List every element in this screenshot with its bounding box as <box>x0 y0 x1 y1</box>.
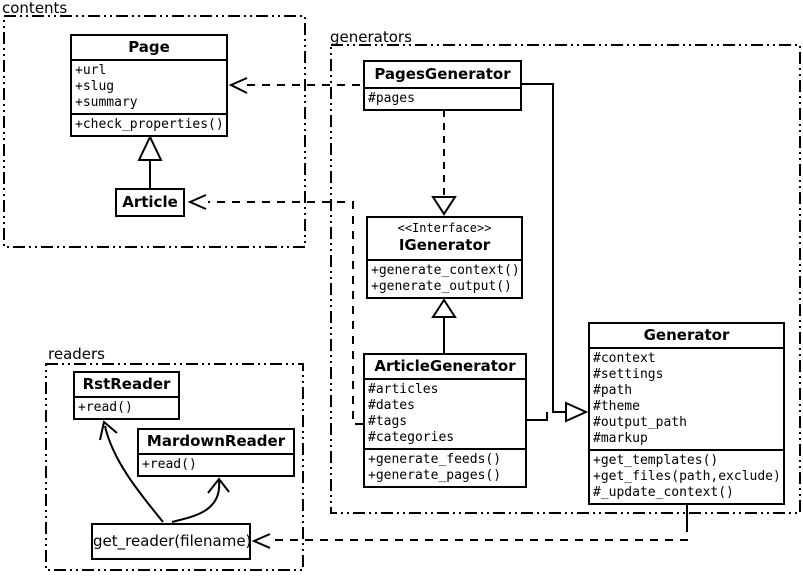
class-pagesgenerator-title: PagesGenerator <box>365 62 520 89</box>
article-to-page-generalization <box>137 134 163 188</box>
class-rstreader-title: RstReader <box>75 373 178 398</box>
curved-line <box>104 425 164 523</box>
getreader-to-mardownreader-arrow <box>171 477 230 523</box>
getreader-to-rstreader-arrow <box>99 420 164 523</box>
class-articlegenerator-methods: +generate_feeds() +generate_pages() <box>365 450 525 486</box>
class-generator-methods: +get_templates() +get_files(path,exclude… <box>590 451 783 503</box>
articlegenerator-to-article-dependency <box>187 194 363 425</box>
attribute-line: +slug <box>75 79 115 94</box>
method-line: +read() <box>142 457 197 472</box>
class-pagesgenerator-attributes: #pages <box>365 89 520 109</box>
method-line: +generate_context() <box>371 263 520 278</box>
class-igenerator-stereotype: <<Interface>> <box>397 221 492 235</box>
attribute-line: #articles <box>368 382 439 397</box>
method-line: +read() <box>78 400 133 415</box>
class-page-methods: +check_properties() <box>72 115 226 135</box>
method-line: +generate_output() <box>371 279 512 294</box>
class-igenerator: <<Interface>> IGenerator +generate_conte… <box>366 216 523 299</box>
generator-to-getreader-dependency <box>251 502 688 549</box>
attribute-line: #settings <box>593 367 664 382</box>
package-label-generators: generators <box>330 28 412 46</box>
class-generator: Generator #context #settings #path #them… <box>588 322 785 505</box>
class-articlegenerator-title: ArticleGenerator <box>365 355 525 380</box>
package-label-contents: contents <box>2 0 68 17</box>
hollow-triangle-down-icon <box>431 196 457 216</box>
package-border-generators <box>330 44 801 514</box>
hollow-triangle-up-icon <box>431 298 457 318</box>
pagesgenerator-to-igenerator-realization <box>431 110 457 216</box>
hollow-triangle-right-icon <box>565 401 589 423</box>
generalization-line <box>522 83 565 413</box>
method-line: +check_properties() <box>75 117 224 132</box>
attribute-line: #pages <box>368 91 415 106</box>
attribute-line: #markup <box>593 431 648 446</box>
attribute-line: #categories <box>368 430 455 445</box>
attribute-line: +summary <box>75 95 138 110</box>
method-line: #_update_context() <box>593 485 734 500</box>
class-articlegenerator: ArticleGenerator #articles #dates #tags … <box>363 353 527 488</box>
attribute-line: #output_path <box>593 415 687 430</box>
dependency-line <box>272 524 688 541</box>
package-label-readers: readers <box>48 345 105 363</box>
class-mardownreader-title: MardownReader <box>139 430 293 455</box>
pagesgenerator-to-page-dependency <box>228 77 363 94</box>
open-arrowhead-left-icon <box>187 194 207 210</box>
open-arrowhead-up-icon <box>99 420 118 441</box>
class-igenerator-methods: +generate_context() +generate_output() <box>368 261 521 297</box>
generalization-branch-line <box>527 412 548 421</box>
method-line: +get_files(path,exclude) <box>593 469 781 484</box>
method-line: +generate_feeds() <box>368 452 502 467</box>
class-rstreader-methods: +read() <box>75 398 178 418</box>
method-line: +generate_pages() <box>368 468 502 483</box>
open-arrowhead-left-icon <box>251 533 271 549</box>
attribute-line: #context <box>593 351 656 366</box>
articlegenerator-to-igenerator-generalization <box>431 298 457 353</box>
attribute-line: +url <box>75 63 107 78</box>
package-border-contents <box>3 15 306 248</box>
curved-line <box>171 480 221 523</box>
attribute-line: #theme <box>593 399 640 414</box>
class-mardownreader-methods: +read() <box>139 455 293 475</box>
class-generator-attributes: #context #settings #path #theme #output_… <box>590 349 783 451</box>
class-igenerator-name: IGenerator <box>398 236 491 254</box>
generators-to-generator-generalization <box>522 83 589 423</box>
open-arrowhead-up-icon <box>207 477 230 494</box>
class-page-title: Page <box>72 36 226 61</box>
class-mardownreader: MardownReader +read() <box>137 428 295 477</box>
class-page: Page +url +slug +summary +check_properti… <box>70 34 228 137</box>
attribute-line: #path <box>593 383 633 398</box>
class-pagesgenerator: PagesGenerator #pages <box>363 60 522 111</box>
class-articlegenerator-attributes: #articles #dates #tags #categories <box>365 380 525 450</box>
package-border-readers <box>45 363 304 571</box>
hollow-triangle-up-icon <box>137 134 163 161</box>
class-rstreader: RstReader +read() <box>73 371 180 420</box>
class-article: Article <box>115 188 185 217</box>
attribute-line: #dates <box>368 398 415 413</box>
method-line: +get_templates() <box>593 453 719 468</box>
function-box-get-reader: get_reader(filename) <box>91 523 251 560</box>
class-page-attributes: +url +slug +summary <box>72 61 226 115</box>
class-igenerator-title: <<Interface>> IGenerator <box>368 218 521 261</box>
dependency-line <box>208 201 363 425</box>
open-arrowhead-left-icon <box>228 77 248 94</box>
attribute-line: #tags <box>368 414 408 429</box>
class-article-title: Article <box>122 193 178 211</box>
class-generator-title: Generator <box>590 324 783 349</box>
